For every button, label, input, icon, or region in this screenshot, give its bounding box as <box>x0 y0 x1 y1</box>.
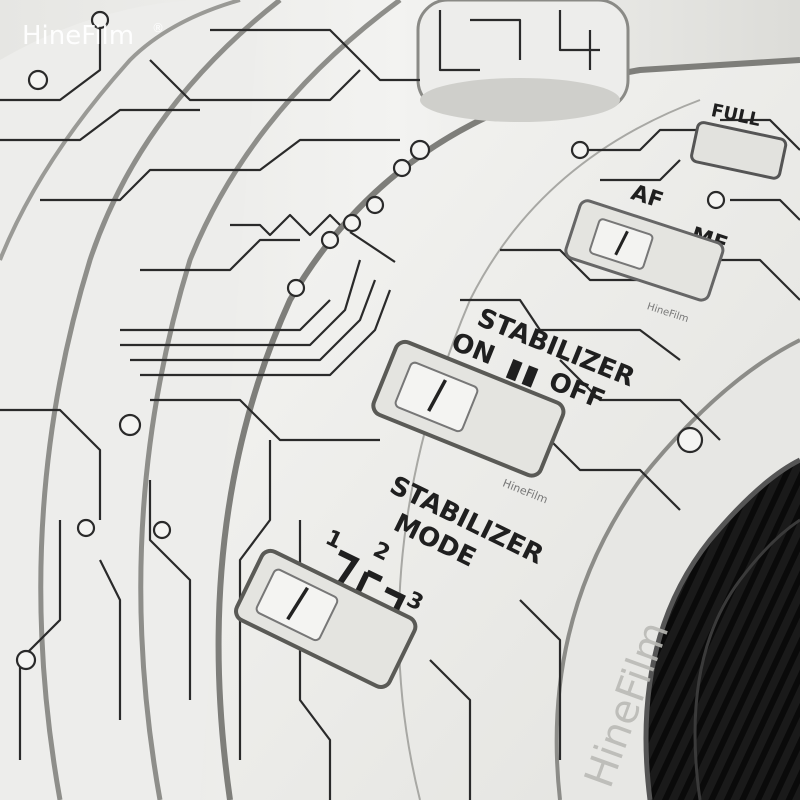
circuit-pattern <box>0 10 800 800</box>
rubber-grip <box>646 460 800 800</box>
brand-watermark: HineFilm <box>22 21 134 51</box>
registered-mark: ® <box>152 21 164 35</box>
focus-limit-switch[interactable] <box>690 121 788 180</box>
